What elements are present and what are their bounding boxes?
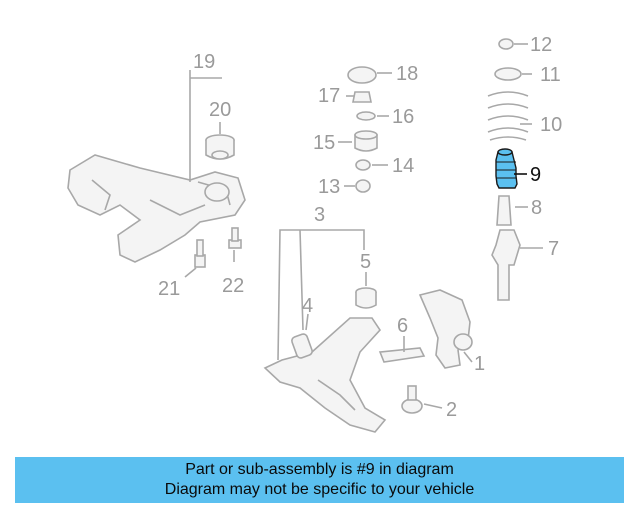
highlighted-part-9 [495,148,518,189]
callout-7: 7 [548,238,559,260]
callout-21: 21 [158,278,180,300]
callout-15: 15 [313,132,335,154]
callout-4: 4 [302,295,313,317]
strut-column [487,38,529,301]
callout-10: 10 [540,114,562,136]
callout-22: 22 [222,275,244,297]
callout-8: 8 [531,197,542,219]
callout-17: 17 [318,85,340,107]
subframe-part-19 [67,154,246,263]
knuckle-part-1 [418,289,473,369]
callout-18: 18 [396,63,418,85]
callout-2: 2 [446,399,457,421]
callout-19: 19 [193,51,215,73]
banner-line-2: Diagram may not be specific to your vehi… [164,481,475,498]
bushing-part-4 [291,333,313,359]
callout-14: 14 [392,155,414,177]
parts-diagram: 19 20 21 22 18 17 16 15 14 13 3 5 4 6 1 … [67,34,562,433]
callout-13: 13 [318,176,340,198]
callout-3: 3 [314,204,325,226]
info-banner: Part or sub-assembly is #9 in diagram Di… [15,457,624,503]
bushing-part-5 [355,287,377,309]
bushing-part-20 [205,134,235,160]
link-part-6 [378,347,426,363]
callout-6: 6 [397,315,408,337]
callout-1: 1 [474,353,485,375]
bolt-part-21 [194,239,206,268]
callout-20: 20 [209,99,231,121]
callout-16: 16 [392,106,414,128]
callout-5: 5 [360,251,371,273]
bolt-part-22 [228,227,242,249]
banner-line-1: Part or sub-assembly is #9 in diagram [185,461,454,478]
callout-11: 11 [540,64,561,86]
control-arm-part-3 [263,317,387,433]
callout-9: 9 [530,164,541,186]
ball-joint-part-2 [401,385,423,414]
leader-lines [184,43,543,409]
mount-column [347,66,378,193]
callout-12: 12 [530,34,552,56]
